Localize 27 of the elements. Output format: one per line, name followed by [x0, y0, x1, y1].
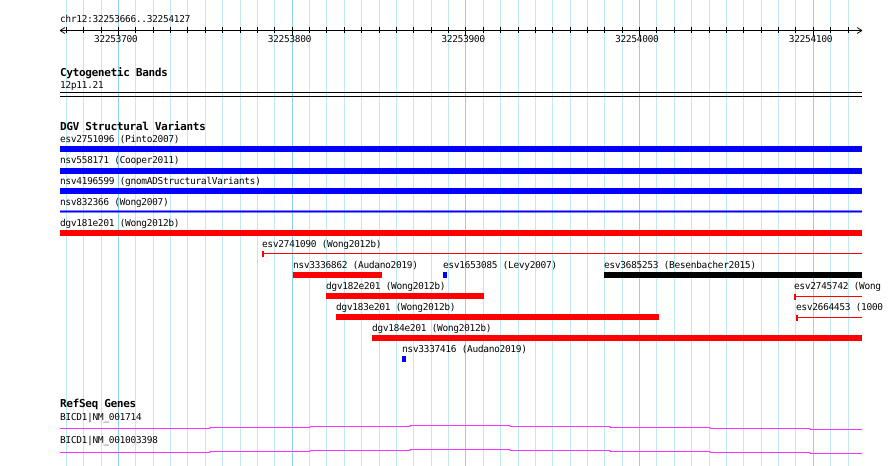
feature-label: esv3685253 (Besenbacher2015) — [604, 260, 756, 272]
feature-label: nsv558171 (Cooper2011) — [60, 155, 180, 167]
tick-label: 32253800 — [268, 34, 312, 46]
band-label: 12p11.21 — [60, 80, 104, 92]
track-title: DGV Structural Variants — [60, 121, 206, 133]
track-title: RefSeq Genes — [60, 398, 136, 410]
feature-label: dgv182e201 (Wong2012b) — [326, 281, 446, 293]
feature-label: esv2664453 (1000 — [796, 302, 883, 314]
feature-label: nsv4196599 (gnomADStructuralVariants) — [60, 176, 261, 188]
tick-label: 32254000 — [615, 34, 658, 46]
feature-label: nsv3337416 (Audano2019) — [402, 344, 527, 356]
gene-label: BICD1|NM_001003398 — [60, 435, 158, 447]
feature-label: dgv183e201 (Wong2012b) — [336, 302, 456, 314]
coordinate-range-label: chr12:32253666..32254127 — [60, 14, 190, 26]
feature-label: esv2741090 (Wong2012b) — [262, 239, 382, 251]
feature-label: dgv181e201 (Wong2012b) — [60, 218, 180, 230]
feature-label: esv1653085 (Levy2007) — [443, 260, 557, 272]
feature-label: nsv3336862 (Audano2019) — [293, 260, 418, 272]
tick-label: 32253900 — [441, 34, 485, 46]
feature-label: esv2751096 (Pinto2007) — [60, 134, 180, 146]
tick-label: 32254100 — [788, 34, 832, 46]
feature-label: dgv184e201 (Wong2012b) — [372, 323, 492, 335]
feature-label: esv2745742 (Wong — [794, 281, 881, 293]
tick-label: 32253700 — [94, 34, 138, 46]
feature-label: nsv832366 (Wong2007) — [60, 197, 168, 209]
track-title: Cytogenetic Bands — [60, 67, 168, 79]
gene-label: BICD1|NM_001714 — [60, 412, 142, 424]
